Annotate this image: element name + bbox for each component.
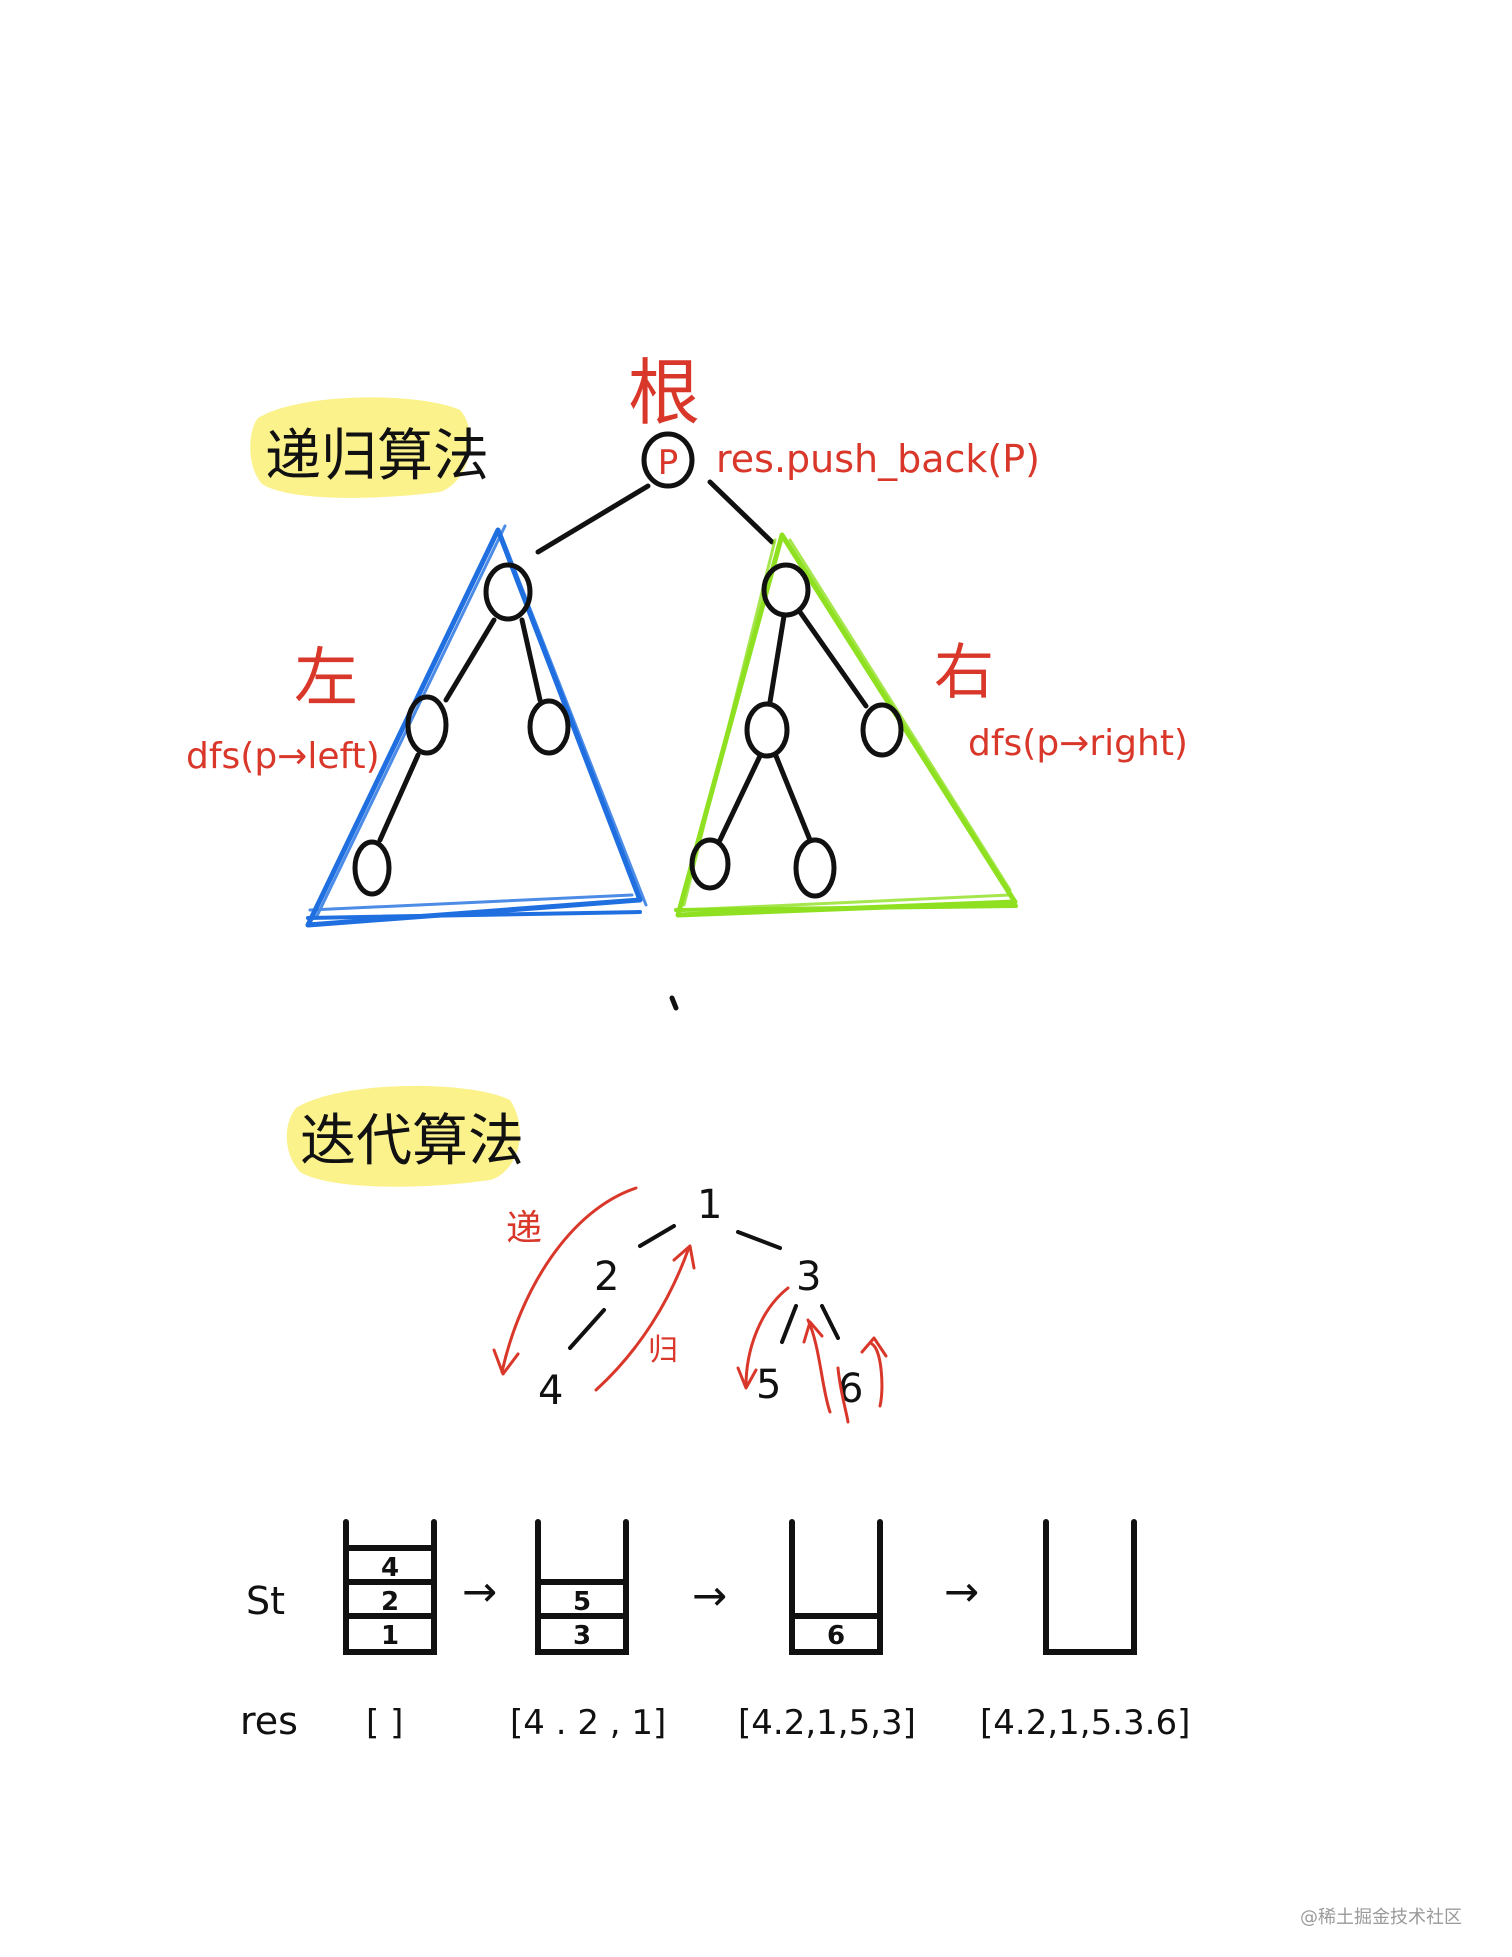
stack-2-item-bottom: 3 [573, 1621, 591, 1651]
iterative-title-highlight [286, 1085, 520, 1187]
stack-4 [1043, 1519, 1137, 1655]
root-label: 根 [628, 351, 700, 435]
res-label: res [240, 1699, 298, 1743]
right-code: dfs(p→right) [968, 723, 1188, 764]
stack-1-item-mid: 2 [381, 1587, 399, 1617]
stack-3 [789, 1519, 883, 1655]
stack-1-item-bottom: 1 [381, 1621, 399, 1651]
res-value-2: [4 . 2 , 1] [510, 1703, 666, 1743]
res-value-4: [4.2,1,5.3.6] [980, 1703, 1190, 1743]
stack-3-item-bottom: 6 [827, 1621, 845, 1651]
tree-node-3: 3 [796, 1254, 821, 1300]
res-value-1: [ ] [366, 1703, 403, 1743]
recursive-title-highlight [250, 397, 471, 498]
iterative-title: 迭代算法 [300, 1109, 524, 1174]
recursive-title: 递归算法 [265, 424, 489, 489]
root-node-label: P [658, 443, 679, 483]
tree-node-5: 5 [756, 1362, 781, 1408]
left-code: dfs(p→left) [186, 736, 380, 777]
stack-label: St [246, 1579, 285, 1623]
stack-arrow-2: → [692, 1571, 727, 1620]
root-left-edge [535, 483, 651, 555]
tree-node-1: 1 [697, 1182, 722, 1228]
di-label: 递 [506, 1208, 542, 1249]
right-subtree-tree [689, 562, 904, 899]
left-subtree-triangle [305, 524, 648, 928]
gui-label: 归 [648, 1333, 678, 1368]
tree-node-4: 4 [538, 1368, 563, 1414]
stack-1 [343, 1519, 437, 1655]
stack-arrow-3: → [944, 1567, 979, 1616]
stack-2-item-top: 5 [573, 1587, 591, 1617]
traversal-arrows [492, 1186, 888, 1424]
left-subtree-tree [352, 562, 571, 897]
stack-arrow-1: → [462, 1567, 497, 1616]
root-right-edge [707, 479, 775, 545]
iterative-tree-edges [568, 1224, 840, 1350]
stray-dot [669, 995, 679, 1011]
watermark: @稀土掘金技术社区 [1300, 1907, 1462, 1928]
left-label: 左 [294, 642, 358, 716]
stack-1-item-top: 4 [381, 1553, 399, 1583]
root-code: res.push_back(P) [716, 437, 1040, 481]
stack-2 [535, 1519, 629, 1655]
res-value-3: [4.2,1,5,3] [738, 1703, 916, 1743]
root-node-circle [641, 431, 695, 489]
right-label: 右 [934, 638, 994, 708]
tree-node-2: 2 [594, 1254, 619, 1300]
